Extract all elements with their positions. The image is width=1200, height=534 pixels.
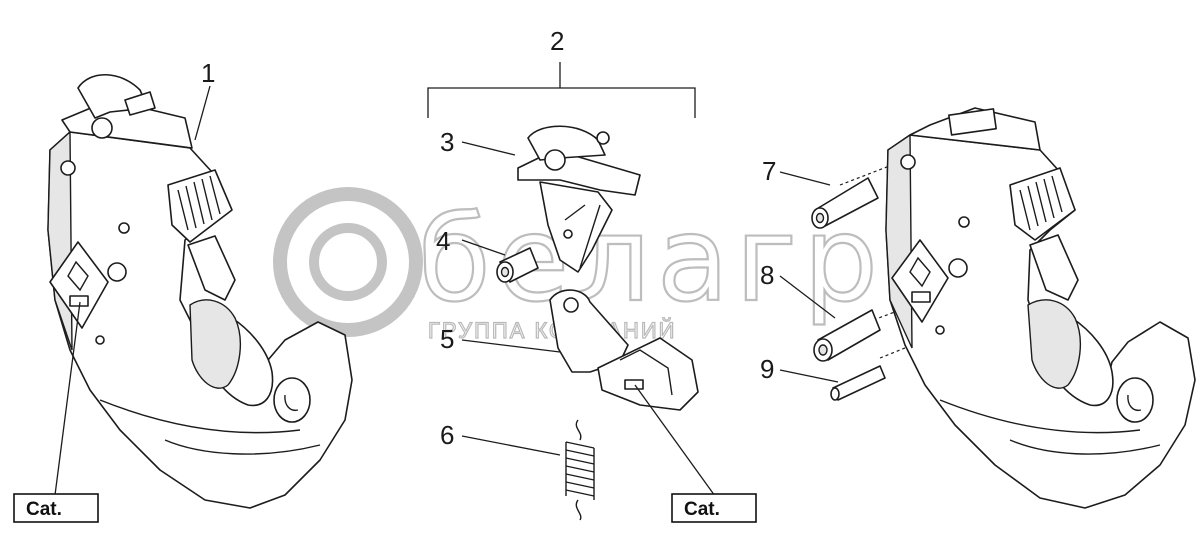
cat-label-left: Cat. xyxy=(13,493,99,523)
callout-6: 6 xyxy=(440,420,454,450)
callout-1: 1 xyxy=(201,58,215,88)
cat-label-center: Cat. xyxy=(671,493,757,523)
callout-3: 3 xyxy=(440,127,454,157)
pin-bushing-8-icon xyxy=(813,309,881,362)
callout-4: 4 xyxy=(436,226,450,256)
spring-icon xyxy=(565,419,595,521)
pin-bushing-7-icon xyxy=(811,177,879,229)
leader-lines xyxy=(54,62,839,497)
hook-assembly-right-icon xyxy=(839,107,1196,509)
cat-label-center-text: Cat. xyxy=(684,499,720,520)
callout-7: 7 xyxy=(762,156,776,186)
watermark-logo-icon xyxy=(273,187,423,337)
watermark-tagline: ГРУППА КОМПАНИЙ xyxy=(428,318,677,343)
latch-bracket-icon xyxy=(517,125,641,273)
bushing-icon xyxy=(496,247,539,283)
latch-lever-icon xyxy=(549,289,699,411)
roll-pin-icon xyxy=(830,365,886,401)
callout-5: 5 xyxy=(440,324,454,354)
callout-numbers: 1 2 3 4 5 6 7 8 9 xyxy=(201,26,776,450)
callout-9: 9 xyxy=(760,354,774,384)
watermark-brand: белагро xyxy=(418,190,962,328)
callout-8: 8 xyxy=(760,260,774,290)
cat-label-left-text: Cat. xyxy=(26,499,62,520)
hook-assembly-left-icon xyxy=(47,74,353,509)
callout-2: 2 xyxy=(550,26,564,56)
